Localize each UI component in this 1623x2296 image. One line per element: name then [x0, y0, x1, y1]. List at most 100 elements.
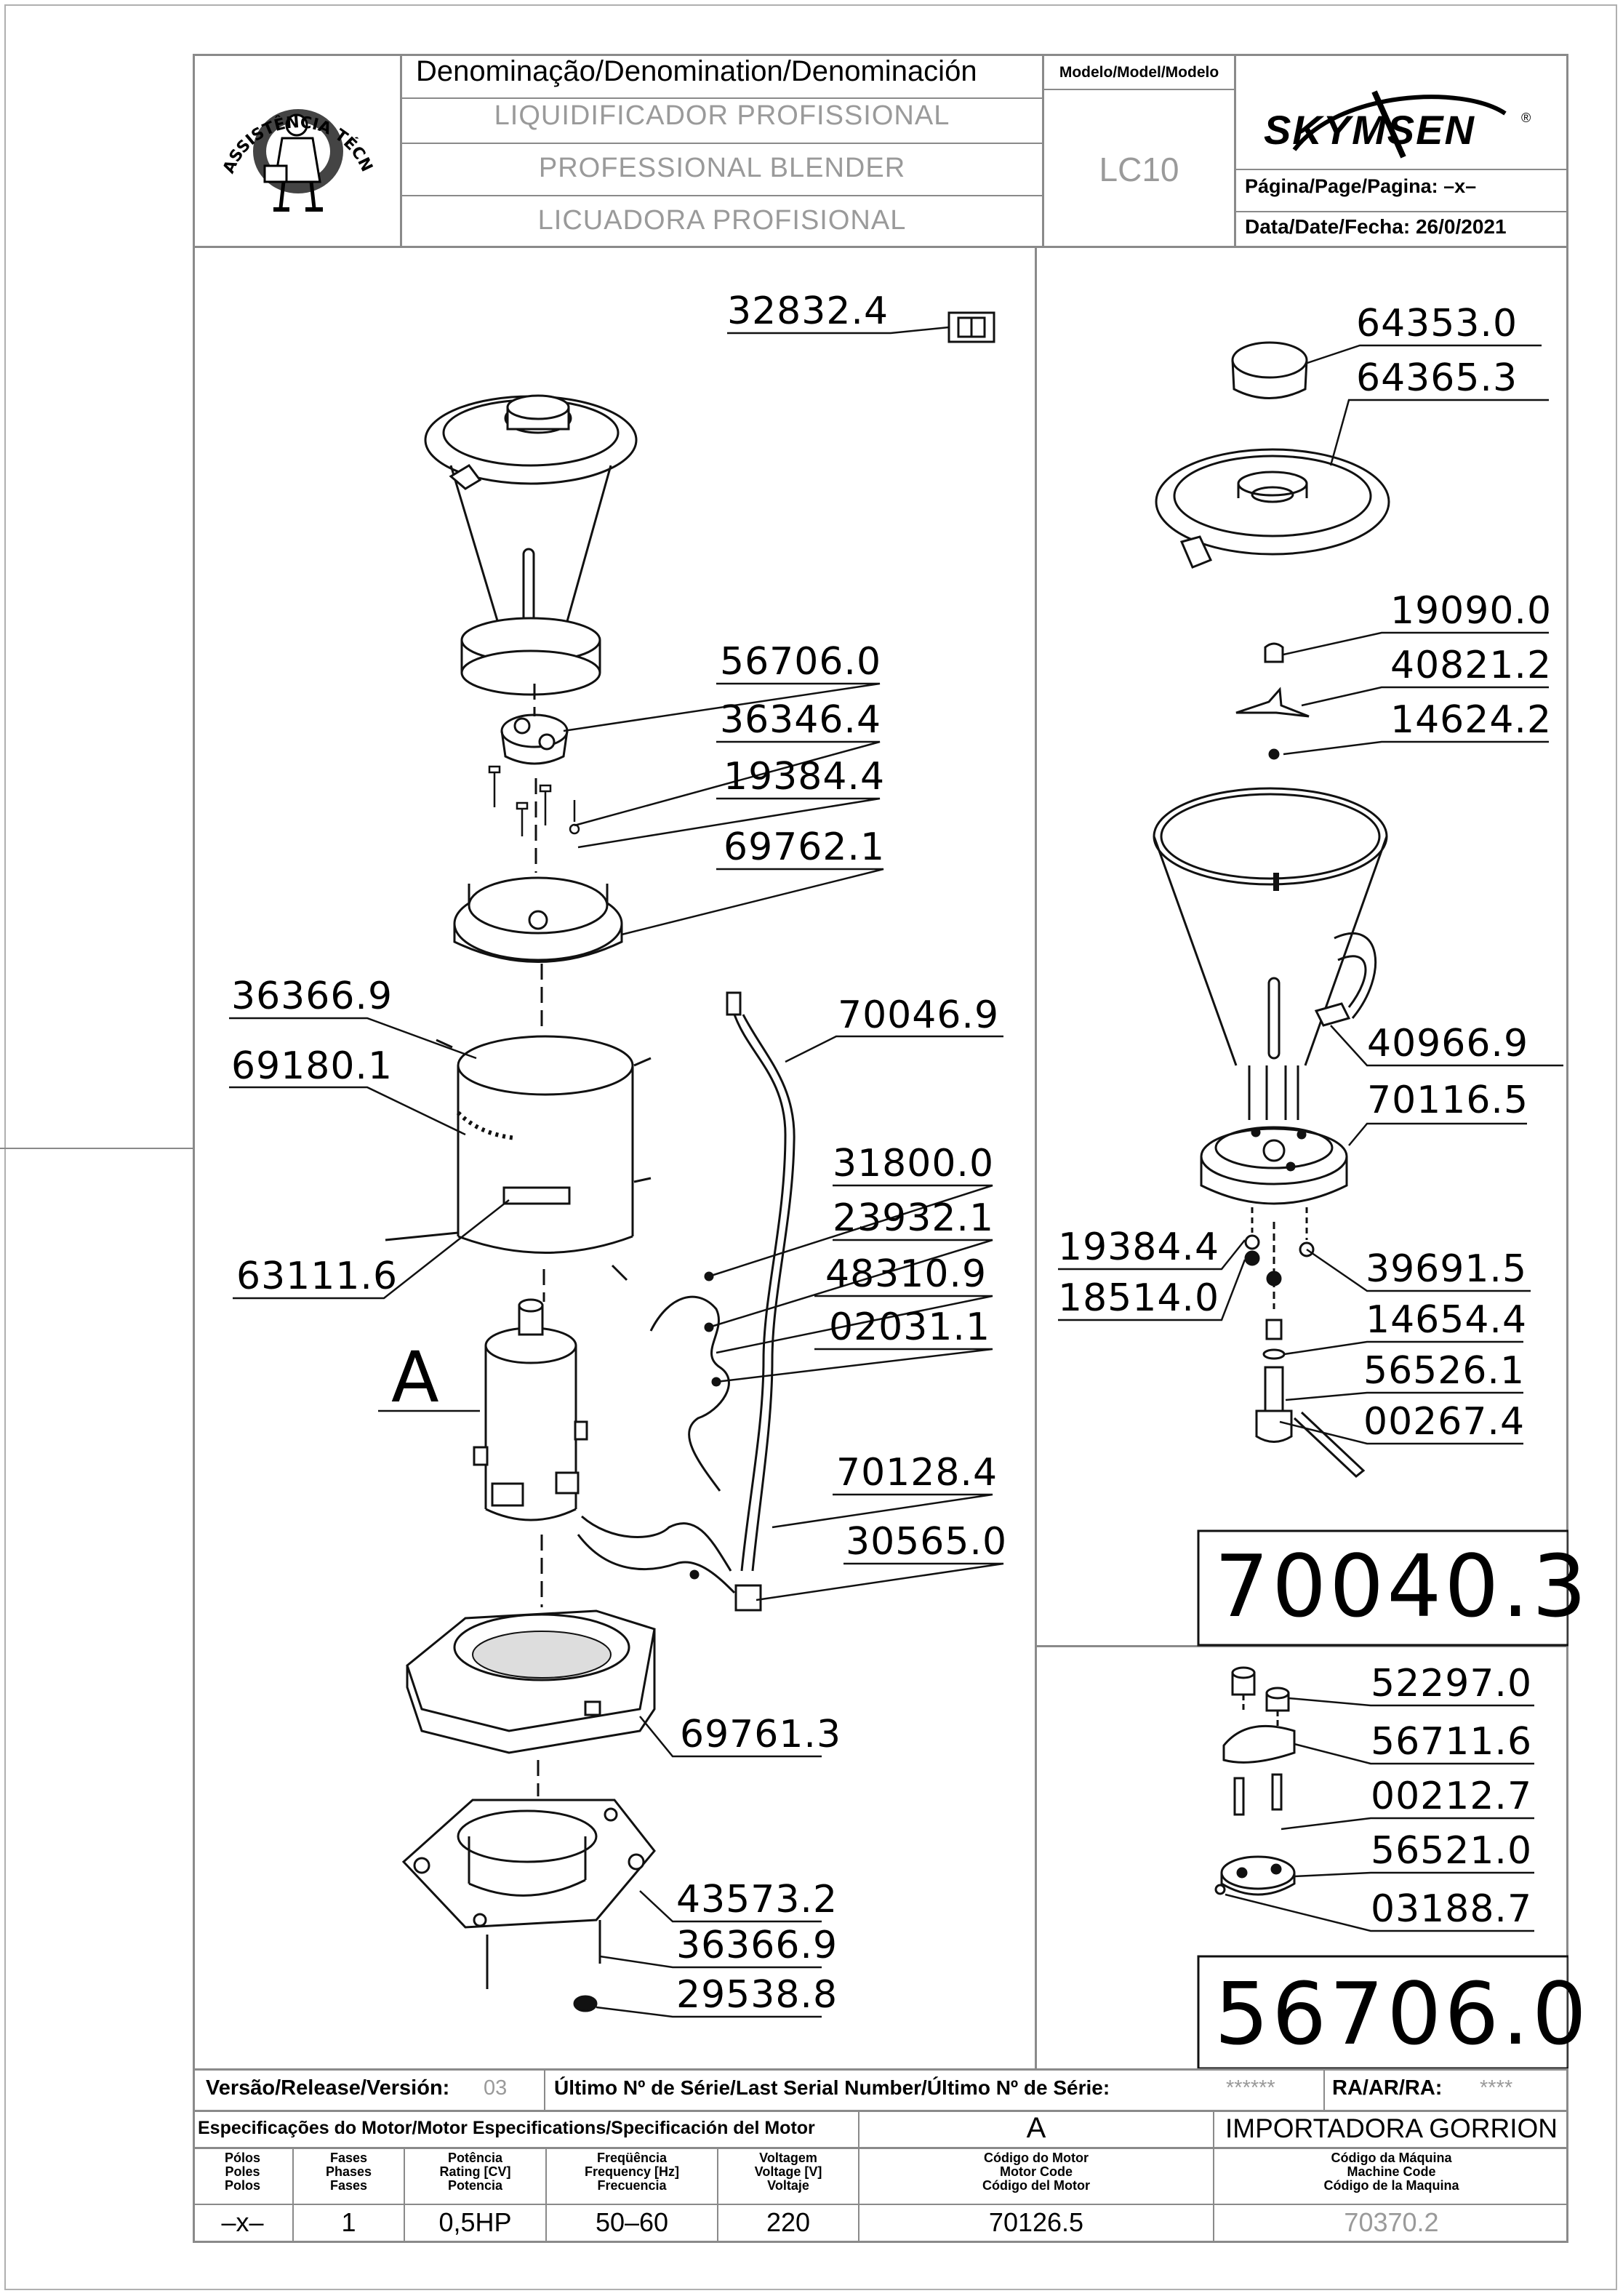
exploded-view-diagram — [229, 311, 1568, 2068]
part-label: 70128.4 — [836, 1451, 998, 1495]
part-label: 00212.7 — [1371, 1775, 1533, 1818]
part-label: 19090.0 — [1390, 589, 1552, 633]
col-voltage: Voltagem Voltage [V] Voltaje — [754, 2151, 822, 2193]
col-motor-code: Código do Motor Motor Code Código del Mo… — [982, 2151, 1090, 2193]
authorized-service-seal-icon: ASSISTÊNCIA TÉCNICA AUTORIZADA — [211, 65, 376, 212]
val-machine-code: 70370.2 — [1344, 2207, 1439, 2237]
part-label: 36366.9 — [231, 975, 393, 1018]
date-field: Data/Date/Fecha: 26/0/2021 — [1245, 215, 1507, 239]
part-label: 18514.0 — [1058, 1276, 1220, 1320]
page-label: Página/Page/Pagina: — [1245, 175, 1438, 197]
shaft-parts-drawing — [1244, 1207, 1366, 1478]
power-cable-drawing — [577, 991, 796, 1612]
col-poles: Pólos Poles Polos — [224, 2151, 260, 2193]
motor-spec-label: Especificações do Motor/Motor Especifica… — [198, 2118, 815, 2138]
part-label: 31800.0 — [833, 1142, 995, 1185]
part-label: 56521.0 — [1371, 1829, 1533, 1873]
val-phases: 1 — [341, 2207, 356, 2237]
manual-book-icon — [947, 311, 995, 343]
part-label: 69762.1 — [724, 825, 886, 869]
ra-label: RA/AR/RA: — [1332, 2076, 1443, 2100]
part-label: 19384.4 — [724, 755, 886, 799]
denomination-label: Denominação/Denomination/Denominación — [416, 55, 977, 87]
col-frequency: Freqüência Frequency [Hz] Frecuencia — [584, 2151, 680, 2193]
product-name-en: PROFESSIONAL BLENDER — [538, 153, 906, 183]
brand-registered-mark: ® — [1521, 111, 1531, 125]
brand-logo: SKYMSEN ® — [1236, 90, 1568, 169]
part-label: 19384.4 — [1058, 1225, 1220, 1269]
drawing-frame — [193, 54, 1568, 2243]
fold-mark — [0, 1148, 193, 1149]
assembly-code: 70040.3 — [1214, 1536, 1590, 1636]
coupling-kit-drawing — [1214, 1666, 1296, 1896]
motor-drawing — [473, 1298, 588, 1521]
base-cup-drawing — [453, 876, 623, 963]
ra-value: **** — [1480, 2076, 1513, 2100]
release-value: 03 — [484, 2076, 508, 2100]
part-label: 30565.0 — [846, 1520, 1008, 1564]
jar-lid-drawing — [1155, 448, 1390, 569]
part-label: 36346.4 — [720, 698, 882, 742]
motor-base-drawing — [406, 1609, 656, 1754]
part-label: 14624.2 — [1390, 698, 1552, 742]
part-label: 48310.9 — [825, 1252, 987, 1296]
val-rating: 0,5HP — [438, 2207, 512, 2237]
brand-swoosh-icon — [1292, 90, 1507, 159]
serial-value: ****** — [1226, 2076, 1275, 2100]
col-machine-code: Código da Máquina Machine Code Código de… — [1323, 2151, 1459, 2193]
page-value: –x– — [1443, 175, 1477, 197]
serial-label: Último Nº de Série/Last Serial Number/Úl… — [554, 2076, 1110, 2099]
foot-plate-drawing — [401, 1799, 656, 2012]
motor-letter: A — [1026, 2112, 1046, 2144]
val-voltage: 220 — [766, 2207, 811, 2237]
product-name-pt: LIQUIDIFICADOR PROFISSIONAL — [494, 100, 950, 131]
part-label: 23932.1 — [833, 1196, 995, 1240]
part-label: 40821.2 — [1390, 644, 1552, 687]
part-label: 43573.2 — [676, 1878, 838, 1921]
product-name-es: LICUADORA PROFISIONAL — [537, 205, 907, 236]
part-label: 69180.1 — [231, 1044, 393, 1088]
brand-name: SKYMSEN — [1264, 107, 1475, 153]
part-label: 03188.7 — [1371, 1887, 1533, 1931]
release-label: Versão/Release/Versión: — [206, 2076, 450, 2100]
part-label: 29538.8 — [676, 1973, 838, 2017]
part-label: 39691.5 — [1366, 1247, 1528, 1291]
part-label: 52297.0 — [1371, 1662, 1533, 1705]
part-label: 64353.0 — [1356, 302, 1518, 345]
model-label: Modelo/Model/Modelo — [1059, 64, 1219, 81]
part-label: 32832.4 — [727, 289, 889, 333]
part-label: 40966.9 — [1367, 1022, 1529, 1065]
jar-base-drawing — [1200, 1065, 1348, 1205]
part-label: 63111.6 — [236, 1255, 398, 1298]
val-frequency: 50–60 — [595, 2207, 669, 2237]
date-label: Data/Date/Fecha: — [1245, 215, 1411, 238]
part-label: 02031.1 — [829, 1305, 991, 1349]
part-label: 56526.1 — [1363, 1349, 1526, 1393]
jar-drawing — [1153, 787, 1388, 1066]
val-poles: –x– — [221, 2207, 264, 2237]
coupling-drawing — [500, 713, 569, 765]
part-label: 14654.4 — [1366, 1298, 1528, 1342]
part-label: 00267.4 — [1363, 1400, 1526, 1444]
importer-name: IMPORTADORA GORRION — [1225, 2113, 1558, 2143]
blade-drawing — [1235, 642, 1310, 760]
jar-assembly-drawing — [424, 394, 638, 696]
motor-housing-drawing — [385, 1035, 652, 1281]
motor-tag: A — [391, 1337, 439, 1418]
part-label: 69761.3 — [680, 1713, 842, 1756]
leader-lines — [229, 326, 1563, 2018]
assembly-code: 56706.0 — [1214, 1964, 1590, 2064]
part-label: 56711.6 — [1371, 1720, 1533, 1764]
val-motor-code: 70126.5 — [988, 2207, 1084, 2237]
col-phases: Fases Phases Fases — [325, 2151, 372, 2193]
part-label: 56706.0 — [720, 640, 882, 684]
part-label: 36366.9 — [676, 1924, 838, 1967]
part-label: 70116.5 — [1367, 1079, 1529, 1122]
screws-drawing — [488, 765, 580, 836]
page-field: Página/Page/Pagina: –x– — [1245, 175, 1476, 198]
jar-lid-cap-drawing — [1231, 341, 1308, 399]
part-label: 70046.9 — [838, 993, 1000, 1037]
col-rating: Potência Rating [CV] Potencia — [439, 2151, 511, 2193]
sheet-border — [4, 4, 1617, 2290]
model-value: LC10 — [1099, 151, 1179, 188]
